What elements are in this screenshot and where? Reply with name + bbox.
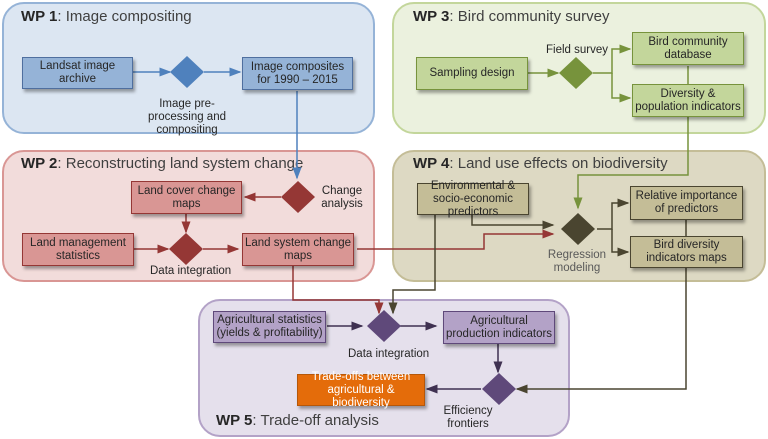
data-integration-wp2-diamond (169, 233, 203, 265)
ag-production-box: Agricultural production indicators (443, 311, 555, 344)
data-integration-wp5-label: Data integration (348, 348, 430, 360)
link-landsystem-wp5 (292, 266, 384, 315)
preprocessing-label: Image pre-processing and compositing (148, 98, 226, 136)
link-regression-birdmaps (611, 229, 630, 257)
env-predictors-box: Environmental & socio-economic predictor… (417, 180, 529, 218)
data-integration-wp2-label: Data integration (150, 265, 232, 277)
change-analysis-label: Change analysis (321, 185, 363, 210)
wp1-title: WP 1: Image compositing (21, 8, 192, 25)
wp2-title: WP 2: Reconstructing land system change (21, 155, 304, 172)
change-analysis-diamond (281, 181, 315, 213)
bird-diversity-maps-box: Bird diversity indicators maps (630, 236, 743, 268)
field-survey-diamond (559, 57, 593, 89)
field-survey-label: Field survey (546, 44, 608, 56)
efficiency-diamond (482, 373, 516, 405)
sampling-design-box: Sampling design (416, 57, 528, 90)
link-landsystem-regression (357, 229, 555, 250)
wp5-title: WP 5: Trade-off analysis (216, 412, 379, 429)
link-env-regression (471, 215, 555, 230)
image-composites-box: Image composites for 1990 – 2015 (242, 57, 353, 90)
link-field-birddb (593, 44, 632, 74)
data-integration-wp5-diamond (367, 310, 401, 342)
regression-label: Regression modeling (547, 249, 607, 274)
wp3-title: WP 3: Bird community survey (413, 8, 610, 25)
tradeoffs-box: Trade-offs between agricultural & biodiv… (297, 371, 425, 409)
relative-importance-box: Relative importance of predictors (630, 186, 743, 220)
link-birdmaps-efficiency (515, 268, 687, 394)
efficiency-label: Efficiency frontiers (443, 405, 493, 430)
link-env-wp5 (388, 215, 436, 315)
diversity-indicators-box: Diversity & population indicators (632, 84, 744, 117)
bird-community-db-box: Bird community database (632, 32, 744, 65)
land-management-stats-box: Land management statistics (22, 233, 134, 266)
landsat-archive-box: Landsat image archive (22, 57, 133, 89)
link-diversity-regression (573, 117, 689, 210)
link-field-diversity (611, 73, 632, 103)
link-regression-relimp (597, 198, 630, 230)
land-cover-maps-box: Land cover change maps (131, 181, 242, 214)
preprocess-diamond (170, 56, 204, 88)
regression-diamond (561, 213, 595, 245)
wp4-title: WP 4: Land use effects on biodiversity (413, 155, 668, 172)
ag-statistics-box: Agricultural statistics (yields & profit… (213, 311, 326, 343)
land-system-maps-box: Land system change maps (242, 233, 354, 266)
